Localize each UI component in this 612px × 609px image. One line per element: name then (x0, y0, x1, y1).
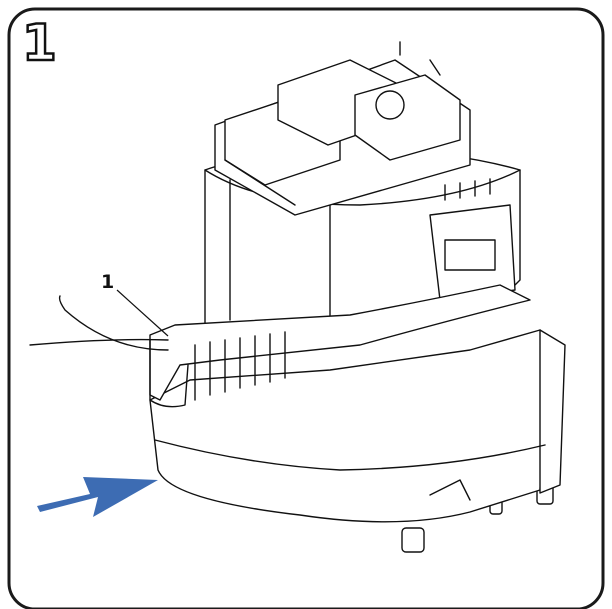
base-right-block (539, 329, 566, 494)
connector-slot (444, 239, 496, 271)
cable-1 (29, 338, 169, 346)
lower-base (149, 329, 549, 523)
rib-band (149, 284, 531, 401)
board-knob (375, 90, 405, 120)
blue-arrow-icon (37, 477, 158, 517)
cylinder-top (204, 169, 521, 206)
step-number: 1 (21, 14, 58, 72)
rib-band-face (149, 339, 189, 408)
device-drawing (29, 41, 566, 553)
callout-label: 1 (101, 271, 115, 293)
base-notch (429, 479, 471, 501)
cable-2 (58, 295, 169, 351)
board-edge (224, 159, 296, 206)
callout-leader-line (116, 289, 169, 337)
base-band (154, 439, 546, 471)
board-tab-2 (429, 59, 441, 76)
foot-front (401, 527, 425, 553)
